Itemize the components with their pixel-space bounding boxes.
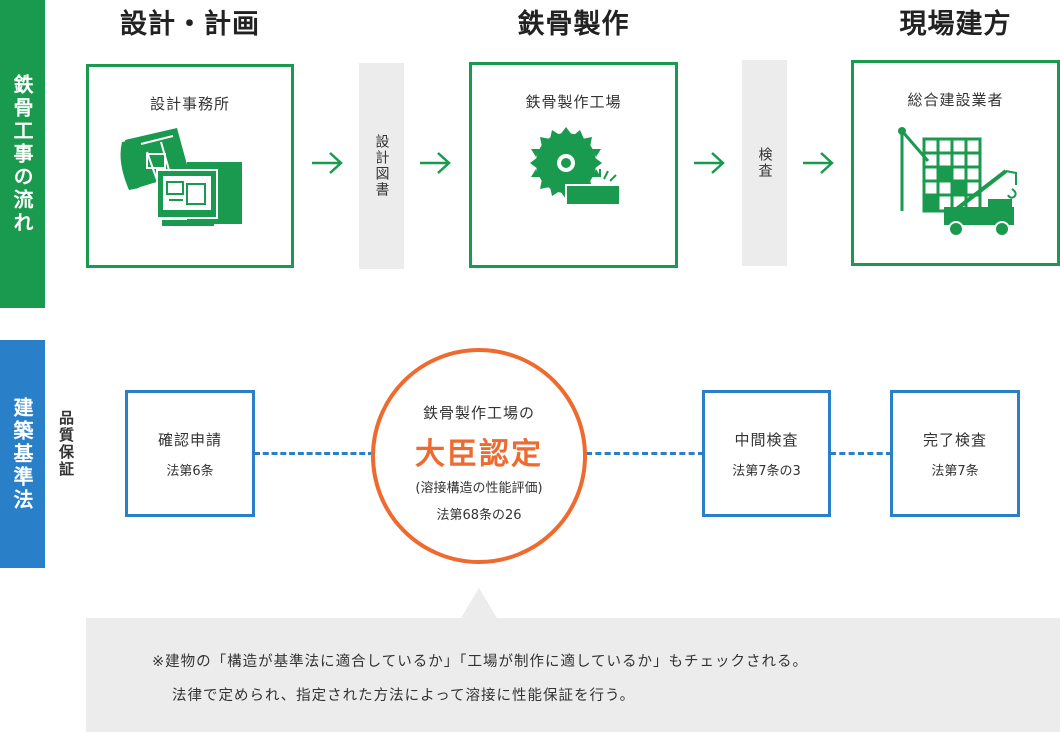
arrow-right-icon [694, 152, 725, 174]
crane-building-icon [898, 127, 1017, 237]
circular-saw-icon [530, 127, 621, 206]
certification-line1: 鉄骨製作工場の [422, 404, 535, 422]
side-label-law: 建築基準法 [10, 396, 34, 512]
arrow-right-icon [420, 152, 451, 174]
certification-article: 法第68条の26 [436, 508, 522, 523]
design-office-box: 設計事務所 [86, 64, 294, 268]
building-confirmation-box: 確認申請 法第6条 [125, 390, 255, 517]
design-drawings-pill: 設計図書 [359, 63, 404, 269]
design-office-label: 設計事務所 [149, 95, 230, 113]
design-drawings-label: 設計図書 [373, 134, 390, 198]
arrow-right-icon [312, 152, 343, 174]
stage-title-fabrication: 鉄骨製作 [517, 9, 630, 40]
interim-inspection-article: 法第7条の3 [732, 464, 801, 479]
dashed-connector [830, 452, 892, 455]
building-confirmation-article: 法第6条 [166, 464, 214, 479]
quality-assurance-label: 品質保証 [57, 410, 75, 478]
stage-title-design: 設計・計画 [120, 9, 260, 40]
building-confirmation-title: 確認申請 [157, 431, 222, 449]
general-contractor-label: 総合建設業者 [907, 91, 1004, 109]
interim-inspection-title: 中間検査 [734, 431, 799, 449]
dashed-connector [254, 452, 374, 455]
note-line-1: ※建物の「構造が基準法に適合しているか」「工場が制作に適しているか」もチェックさ… [152, 654, 809, 670]
note-box [86, 618, 1060, 732]
steel-factory-label: 鉄骨製作工場 [525, 93, 622, 111]
inspection-label: 検査 [756, 147, 773, 179]
side-label-flow: 鉄骨工事の流れ [10, 73, 34, 235]
arrow-right-icon [803, 152, 834, 174]
note-line-2: 法律で定められ、指定された方法によって溶接に性能保証を行う。 [172, 688, 636, 704]
blueprint-computer-icon [120, 128, 242, 226]
completion-inspection-box: 完了検査 法第7条 [890, 390, 1020, 517]
side-band-flow: 鉄骨工事の流れ [0, 0, 45, 308]
dashed-connector [586, 452, 704, 455]
minister-certification-circle: 鉄骨製作工場の 大臣認定 (溶接構造の性能評価) 法第68条の26 [371, 348, 587, 564]
note-pointer [461, 588, 497, 618]
completion-inspection-article: 法第7条 [931, 464, 979, 479]
interim-inspection-box: 中間検査 法第7条の3 [702, 390, 831, 517]
completion-inspection-title: 完了検査 [922, 431, 987, 449]
general-contractor-box: 総合建設業者 [851, 60, 1060, 266]
certification-subtitle: (溶接構造の性能評価) [415, 481, 543, 496]
side-band-law: 建築基準法 [0, 340, 45, 568]
certification-headline: 大臣認定 [415, 437, 543, 472]
steel-factory-box: 鉄骨製作工場 [469, 62, 678, 268]
stage-title-erection: 現場建方 [899, 9, 1012, 40]
inspection-pill: 検査 [742, 60, 787, 266]
